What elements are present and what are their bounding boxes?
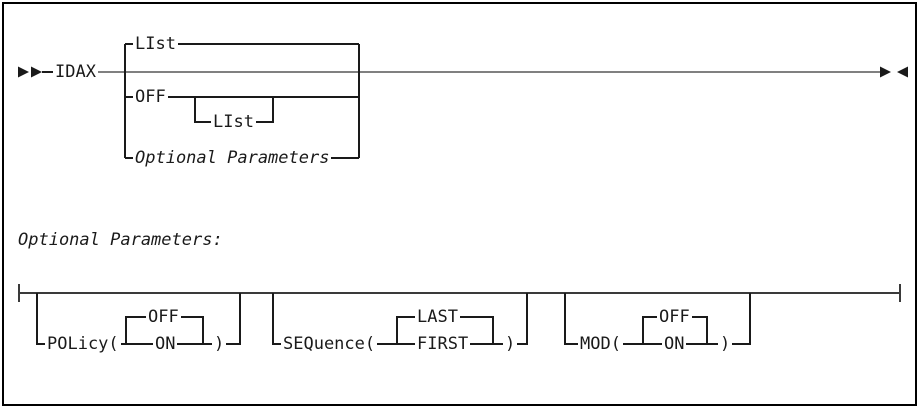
keyword-idax: IDAX bbox=[53, 62, 98, 82]
start-arrow-icon bbox=[31, 66, 42, 78]
policy-close-paren: ) bbox=[212, 334, 227, 354]
mod-alternate-on: ON bbox=[662, 334, 687, 354]
sequence-keyword: SEQuence( bbox=[281, 334, 378, 354]
option-off-sub-list: LIst bbox=[211, 112, 256, 132]
sequence-bypass-loop bbox=[272, 293, 528, 345]
mod-default-off: OFF bbox=[657, 307, 692, 327]
end-arrow-icon bbox=[880, 66, 891, 78]
mod-keyword: MOD( bbox=[578, 334, 623, 354]
policy-bypass-loop bbox=[36, 293, 241, 345]
end-arrow-icon bbox=[897, 66, 908, 78]
sequence-close-paren: ) bbox=[503, 334, 518, 354]
policy-default-off: OFF bbox=[146, 307, 181, 327]
mod-bypass-loop bbox=[564, 293, 751, 345]
sequence-alternate-first: FIRST bbox=[415, 334, 471, 354]
start-arrow-icon bbox=[18, 66, 29, 78]
fragment-reference: Optional Parameters bbox=[133, 148, 332, 168]
fragment-heading: Optional Parameters: bbox=[18, 230, 223, 250]
option-off: OFF bbox=[133, 87, 168, 107]
policy-alternate-on: ON bbox=[153, 334, 178, 354]
mod-close-paren: ) bbox=[718, 334, 733, 354]
option-list-default: LIst bbox=[133, 34, 178, 54]
policy-keyword: POLicy( bbox=[45, 334, 121, 354]
sequence-default-last: LAST bbox=[415, 307, 460, 327]
